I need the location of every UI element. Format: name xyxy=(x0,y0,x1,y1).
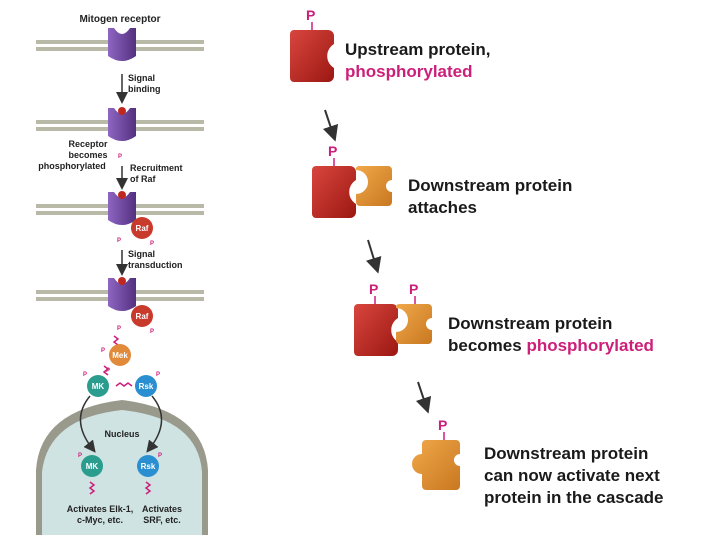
downstream-protein-step2 xyxy=(356,165,392,206)
right-cascade-panel: P Upstream protein, phosphorylated P Dow… xyxy=(290,7,664,507)
membrane-4: Raf xyxy=(36,277,204,327)
receptor-1 xyxy=(108,28,136,61)
mk-protein-nuclear xyxy=(81,455,103,477)
phospho-step1: P xyxy=(306,7,315,23)
label-activates-elk: Activates Elk-1, xyxy=(67,504,134,514)
label-receptor: Receptor xyxy=(68,139,108,149)
step1-line1: Upstream protein, xyxy=(345,40,490,59)
step4-line1: Downstream protein xyxy=(484,444,648,463)
step2-line2: attaches xyxy=(408,198,477,217)
nucleus xyxy=(36,400,208,535)
phospho-receptor-3: P xyxy=(117,238,121,244)
phospho-raf-1: P xyxy=(150,241,154,247)
step3-line2a: becomes xyxy=(448,336,526,355)
phospho-rsk-nuclear: P xyxy=(158,453,162,459)
label-signal: Signal xyxy=(128,73,155,83)
label-activates-srf: Activates xyxy=(142,504,182,514)
arrow-mk-to-nucleus xyxy=(79,395,96,453)
mk-label-nuclear: MK xyxy=(86,462,99,471)
receptor-2 xyxy=(108,108,136,141)
mk-label: MK xyxy=(92,382,105,391)
label-srf: SRF, etc. xyxy=(143,515,181,525)
mek-protein xyxy=(109,344,131,366)
rsk-protein-nuclear xyxy=(137,455,159,477)
raf-protein-2 xyxy=(131,305,153,327)
phospho-mk-nuclear: P xyxy=(78,453,82,459)
receptor-3 xyxy=(108,192,136,225)
downstream-protein-step4 xyxy=(412,440,460,490)
upstream-protein-step1 xyxy=(290,30,334,82)
label-signal-2: Signal xyxy=(128,249,155,259)
phospho-mk: P xyxy=(83,372,87,378)
rsk-protein xyxy=(135,375,157,397)
phospho-receptor-4: P xyxy=(117,326,121,332)
phospho-receptor-2: P xyxy=(118,154,122,160)
arrow-rsk-to-nucleus xyxy=(146,395,163,453)
membrane-2 xyxy=(36,107,204,141)
raf-protein-1 xyxy=(131,217,153,239)
receptor-4 xyxy=(108,278,136,311)
phospho-step4: P xyxy=(438,417,447,433)
downstream-protein-step3 xyxy=(396,303,432,344)
raf-label-1: Raf xyxy=(136,224,149,233)
mitogen-ligand xyxy=(118,107,126,115)
phospho-step3-right: P xyxy=(409,281,418,297)
label-recruitment: Recruitment xyxy=(130,163,183,173)
label-mitogen-receptor: Mitogen receptor xyxy=(79,14,160,25)
label-binding: binding xyxy=(128,84,161,94)
phospho-step3-left: P xyxy=(369,281,378,297)
phospho-step2: P xyxy=(328,143,337,159)
mek-label: Mek xyxy=(112,351,128,360)
step4-line3: protein in the cascade xyxy=(484,488,664,507)
phospho-mek-2: P xyxy=(106,368,110,374)
label-phosphorylated: phosphorylated xyxy=(38,161,106,171)
step4-line2: can now activate next xyxy=(484,466,660,485)
step3-line2: becomes phosphorylated xyxy=(448,336,654,355)
rsk-label: Rsk xyxy=(139,382,154,391)
rsk-label-nuclear: Rsk xyxy=(141,462,156,471)
mk-protein xyxy=(87,375,109,397)
arrow-step2-to-3 xyxy=(366,239,382,274)
membrane-1 xyxy=(36,28,204,61)
phospho-rsk: P xyxy=(156,372,160,378)
left-signaling-panel: Mitogen receptor Signal binding Receptor… xyxy=(36,14,208,535)
step3-line1: Downstream protein xyxy=(448,314,612,333)
phospho-raf-2: P xyxy=(150,329,154,335)
label-cmyc: c-Myc, etc. xyxy=(77,515,123,525)
step3-line2b: phosphorylated xyxy=(526,336,654,355)
step2-line1: Downstream protein xyxy=(408,176,572,195)
label-of-raf: of Raf xyxy=(130,174,157,184)
label-transduction: transduction xyxy=(128,260,183,270)
step1-line2: phosphorylated xyxy=(345,62,473,81)
label-nucleus: Nucleus xyxy=(104,429,139,439)
phospho-mek-1: P xyxy=(101,348,105,354)
membrane-3: Raf xyxy=(36,191,204,239)
raf-label-2: Raf xyxy=(136,312,149,321)
upstream-protein-step2 xyxy=(312,166,356,218)
upstream-protein-step3 xyxy=(354,304,398,356)
label-becomes: becomes xyxy=(68,150,107,160)
arrow-step1-to-2 xyxy=(322,109,339,142)
arrow-step3-to-4 xyxy=(415,381,432,414)
